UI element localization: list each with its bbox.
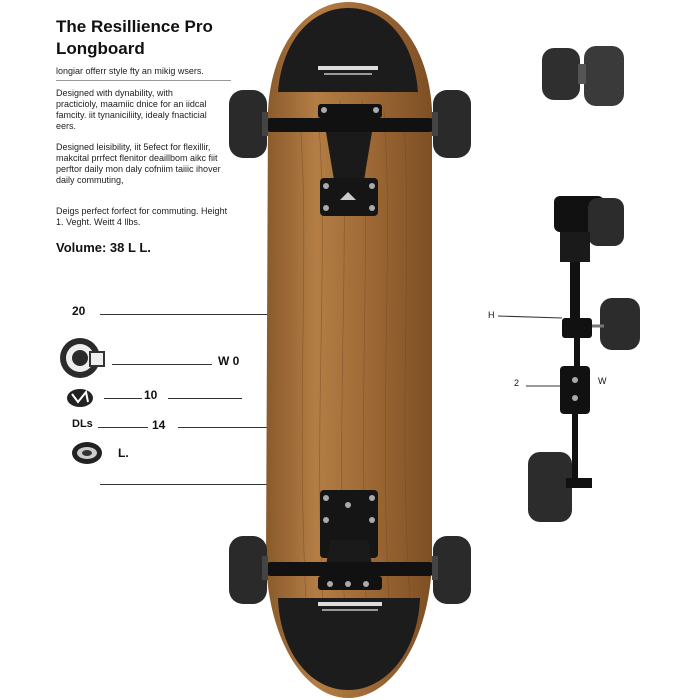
dimension-label-10: 10 [144,388,158,402]
rear-wheels [229,536,471,604]
dimension-line [178,427,348,428]
deck [266,2,432,698]
dimension-label-20: 20 [72,304,86,318]
wheel-part-icon [60,338,105,407]
spare-wheel [542,46,624,106]
dimension-line [168,398,242,399]
description-paragraph-2: Designed leisibility, iit 5efect for fle… [56,142,221,185]
product-title-line2: Longboard [56,39,145,58]
front-wheels [229,90,471,158]
dimension-label-w0: W 0 [218,354,240,368]
dimension-line [100,314,325,315]
dimension-label-l: L. [118,446,129,460]
product-tagline: longiar offerr style fty an mikig wsers. [56,66,204,76]
grip-print-top [318,66,378,70]
description-paragraph-3: Deigs perfect forfect for commuting. Hei… [56,206,228,227]
truck-assembly-exploded [528,196,640,522]
grip-tape-top [278,8,418,92]
dimension-line [98,427,148,428]
rear-truck [264,490,436,590]
dimension-line [112,364,212,365]
product-title-line1: The Resillience Pro [56,17,213,36]
dimension-line [104,398,142,399]
description-paragraph-1: Designed with dynability, with practicio… [56,88,207,131]
grip-print-bottom-line [322,609,378,611]
volume-spec: Volume: 38 L L. [56,240,151,255]
dimension-label-w: W [598,376,607,386]
grip-print-bottom [318,602,382,606]
dimension-label-h: H [488,310,495,320]
dimension-line [497,315,563,319]
divider [56,80,231,81]
dimension-label-dls: DLs [72,418,93,430]
product-title: The Resillience Pro Longboard [56,16,266,60]
grip-print-top-line [324,73,372,75]
grip-tape-bottom [278,598,420,690]
bearing-icon [72,442,102,464]
dimension-label-2: 2 [514,378,520,388]
dimension-line [100,484,284,485]
dimension-label-14: 14 [152,418,166,432]
front-truck [264,104,436,216]
